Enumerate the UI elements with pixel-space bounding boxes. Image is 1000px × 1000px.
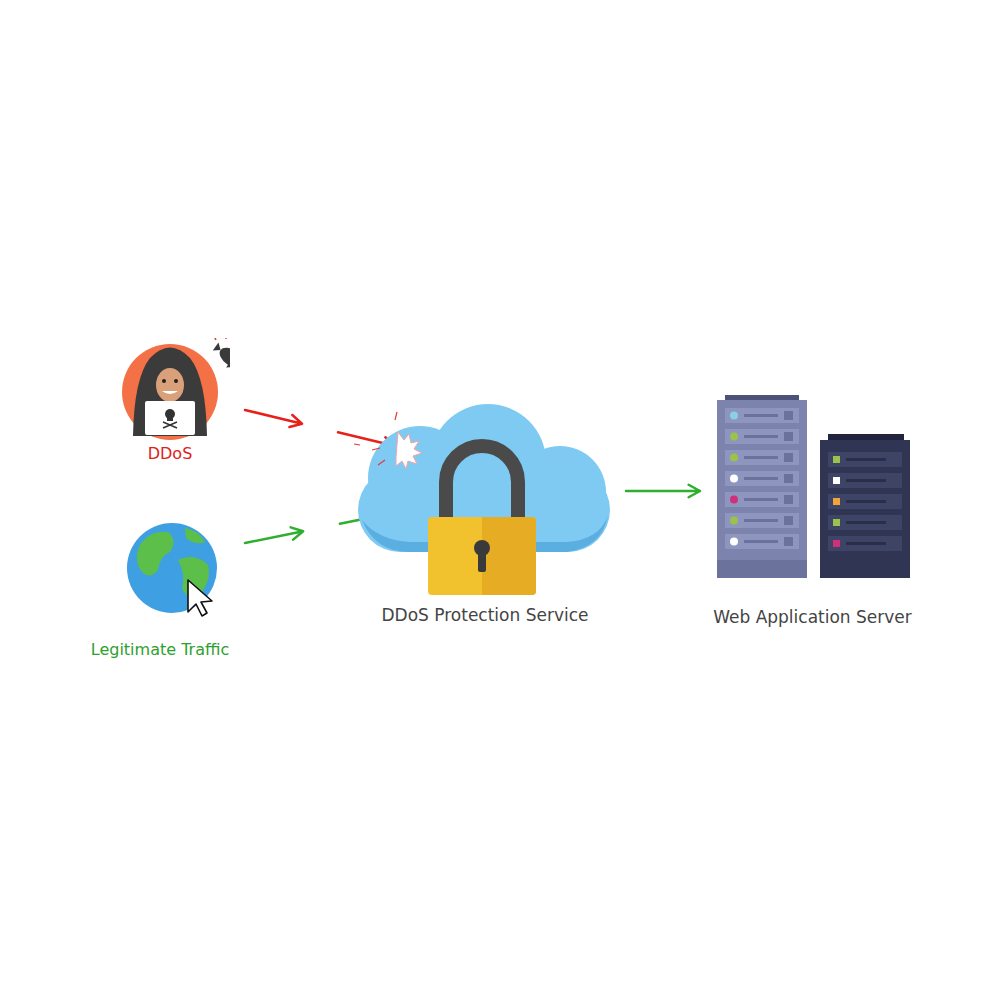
bomb-text: DDOS [237, 366, 263, 388]
ddos-attacker: DDoS [110, 338, 230, 466]
node-label: Legitimate Traffic [80, 640, 240, 659]
legitimate-traffic: Legitimate Traffic [80, 520, 240, 665]
node-icon [350, 398, 620, 633]
node-icon [700, 388, 925, 633]
flow-arrow [626, 485, 700, 497]
server-rack: Web Application Server [700, 388, 925, 633]
node-label: Web Application Server [700, 607, 925, 627]
flow-arrow [245, 410, 395, 449]
node-label: DDoS [110, 444, 230, 463]
protection-cloud: DDoS Protection Service [350, 398, 620, 633]
node-label: DDoS Protection Service [350, 605, 620, 625]
